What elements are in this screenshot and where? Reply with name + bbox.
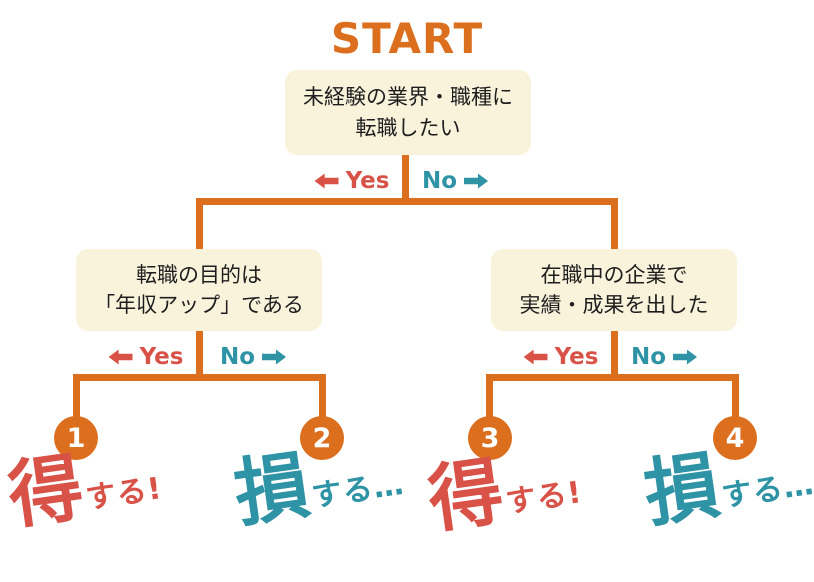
connector-branch-left <box>73 374 326 381</box>
number-badge-1-text: 1 <box>66 422 86 454</box>
question-box-left-line1: 転職の目的は <box>136 262 262 287</box>
arrow-right-icon <box>464 173 489 189</box>
yes-label-level1: Yes <box>314 168 390 194</box>
no-label-right: No <box>630 344 698 370</box>
arrow-left-icon <box>108 349 133 365</box>
number-badge-1: 1 <box>54 416 98 460</box>
question-box-right-line1: 在職中の企業で <box>540 262 688 287</box>
question-box-root: 未経験の業界・職種に 転職したい <box>285 70 531 155</box>
connector-drop-outcome-1 <box>73 374 80 420</box>
number-badge-4: 4 <box>713 416 757 460</box>
question-box-left-line2: 「年収アップ」である <box>94 293 304 317</box>
arrow-left-icon <box>523 349 548 365</box>
outcome-2-big-text: 損 <box>229 442 315 538</box>
number-badge-2-text: 2 <box>312 422 332 454</box>
yes-label-text: Yes <box>345 168 390 194</box>
outcome-1-gain: 得 する! <box>3 441 165 540</box>
outcome-1-big-text: 得 <box>3 444 89 540</box>
arrow-right-icon <box>673 349 698 365</box>
no-label-text: No <box>630 344 667 370</box>
outcome-1-small-text: する! <box>83 471 165 517</box>
no-label-text: No <box>421 168 458 194</box>
connector-drop-outcome-2 <box>319 374 326 420</box>
arrow-left-icon <box>314 173 339 189</box>
outcome-4-small-text: する… <box>719 467 814 515</box>
question-box-right-line2: 実績・成果を出した <box>519 293 709 317</box>
question-box-right: 在職中の企業で 実績・成果を出した <box>491 249 737 331</box>
outcome-4-loss: 損 する… <box>639 437 814 538</box>
outcome-3-big-text: 得 <box>423 448 509 544</box>
number-badge-4-text: 4 <box>725 422 745 454</box>
yes-label-right: Yes <box>523 344 599 370</box>
yes-label-left: Yes <box>108 344 184 370</box>
number-badge-2: 2 <box>300 416 344 460</box>
yes-label-text: Yes <box>554 344 599 370</box>
connector-drop-outcome-4 <box>732 374 739 420</box>
question-box-root-line1: 未経験の業界・職種に <box>303 85 513 110</box>
arrow-right-icon <box>262 349 287 365</box>
connector-stem-root <box>402 153 409 205</box>
connector-drop-left <box>196 198 203 251</box>
connector-branch-level1 <box>196 198 618 205</box>
outcome-3-gain: 得 する! <box>423 445 585 544</box>
outcome-2-small-text: する… <box>309 467 407 515</box>
connector-stem-left <box>196 331 203 381</box>
connector-drop-right <box>611 198 618 251</box>
outcome-3-small-text: する! <box>503 475 585 521</box>
connector-stem-right <box>611 331 618 381</box>
no-label-left: No <box>219 344 287 370</box>
question-box-root-line2: 転職したい <box>355 115 461 140</box>
no-label-level1: No <box>421 168 489 194</box>
question-box-left: 転職の目的は 「年収アップ」である <box>76 249 322 331</box>
outcome-2-loss: 損 する… <box>229 437 407 538</box>
connector-branch-right <box>486 374 739 381</box>
number-badge-3: 3 <box>468 416 512 460</box>
no-label-text: No <box>219 344 256 370</box>
outcome-4-big-text: 損 <box>639 442 725 538</box>
start-title: START <box>330 14 484 63</box>
connector-drop-outcome-3 <box>486 374 493 420</box>
number-badge-3-text: 3 <box>480 422 500 454</box>
yes-label-text: Yes <box>139 344 184 370</box>
